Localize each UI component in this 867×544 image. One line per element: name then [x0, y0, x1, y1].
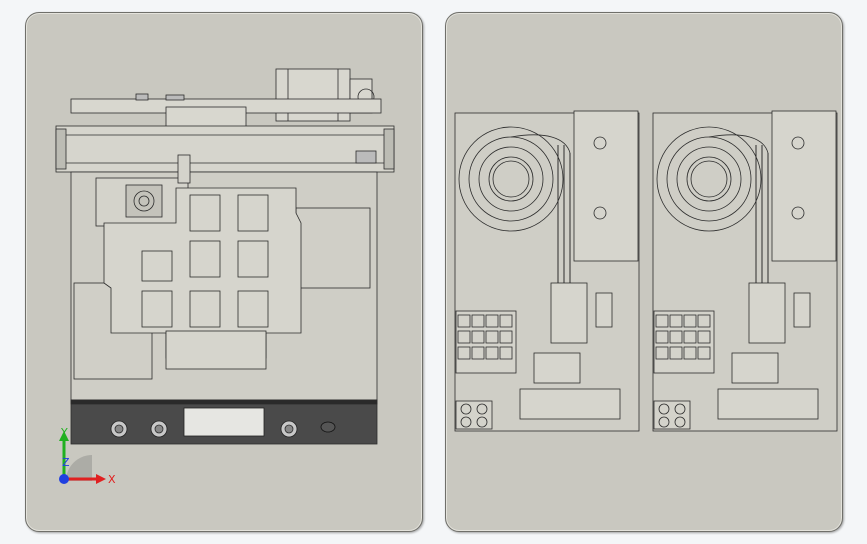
axis-x-label: X	[108, 473, 116, 486]
feeder-module-1	[454, 110, 640, 432]
front-view-drawing: Y X Z	[55, 68, 395, 486]
panel-display	[183, 407, 265, 437]
side-view-drawing	[454, 110, 838, 432]
coordinate-triad: Y X Z	[59, 426, 116, 486]
front-view-viewport[interactable]: Y X Z	[25, 12, 423, 532]
gantry-beam	[55, 125, 395, 173]
axis-y-label: Y	[60, 426, 68, 439]
axis-z-label: Z	[62, 456, 70, 469]
feeder-module-2	[652, 110, 838, 432]
side-view-viewport[interactable]	[445, 12, 843, 532]
